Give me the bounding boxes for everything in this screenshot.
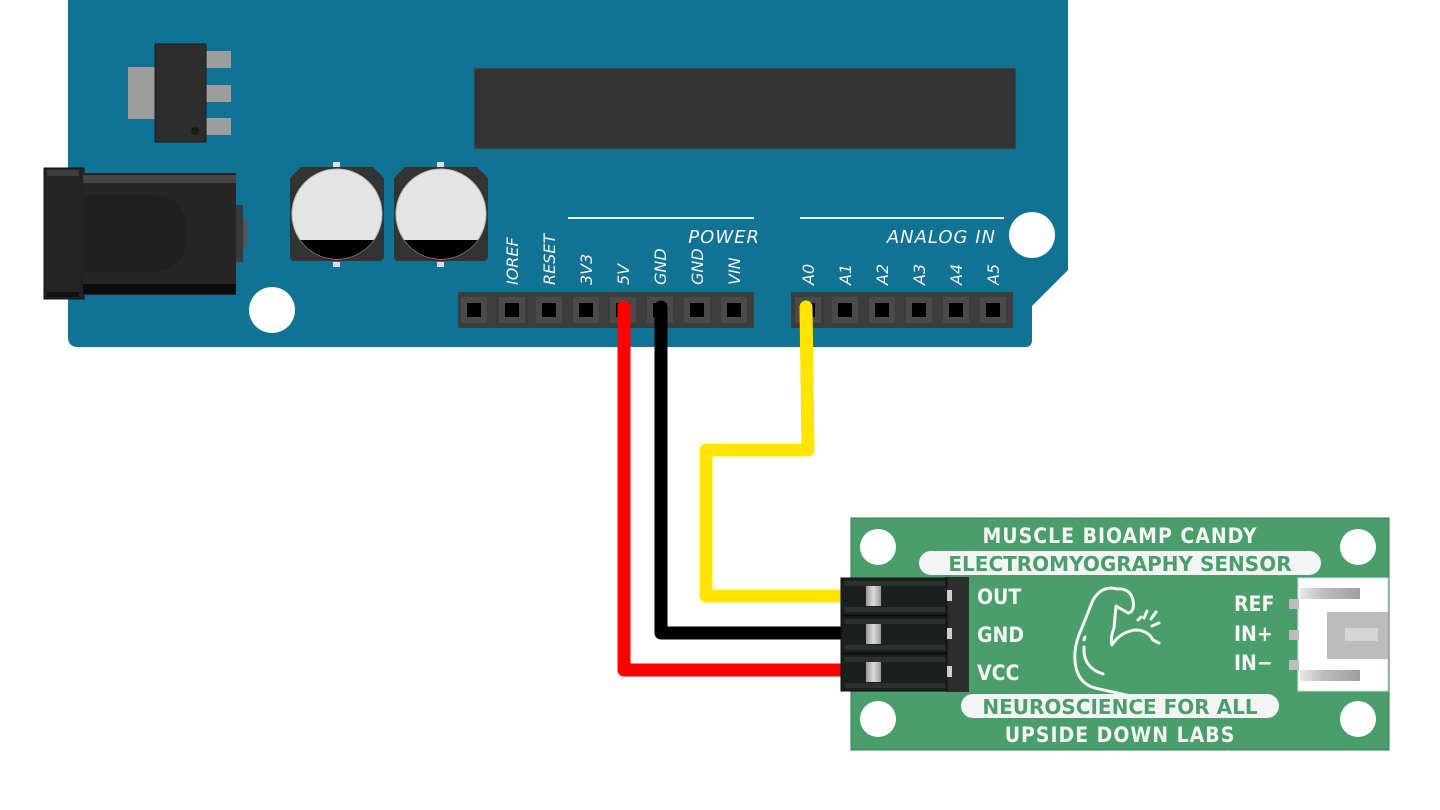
- sensor-right-pin-label: IN+: [1234, 622, 1273, 646]
- mounting-hole: [1009, 212, 1055, 258]
- power-pin-label: RESET: [540, 233, 559, 285]
- analog-pin-socket[interactable]: [980, 297, 1006, 323]
- analog-pin-label: A4: [947, 264, 966, 286]
- sensor-left-pin-label: GND: [977, 623, 1024, 647]
- sensor-left-pin-label: VCC: [977, 661, 1019, 685]
- signal-wire[interactable]: [699, 300, 852, 603]
- muscle-bioamp-candy-board: MUSCLE BIOAMP CANDY ELECTROMYOGRAPHY SEN…: [850, 517, 1390, 751]
- voltage-regulator: [128, 43, 231, 143]
- analog-pin-label: A3: [910, 264, 929, 286]
- sensor-maker: UPSIDE DOWN LABS: [1005, 723, 1236, 747]
- analog-pin-socket[interactable]: [832, 297, 858, 323]
- power-pin-label: IOREF: [503, 236, 522, 285]
- power-pin-label: GND: [651, 248, 670, 285]
- power-pin-label: 5V: [614, 263, 633, 285]
- sensor-subtitle: ELECTROMYOGRAPHY SENSOR: [948, 552, 1291, 576]
- power-pin-socket[interactable]: [499, 297, 525, 323]
- power-pin-socket[interactable]: [573, 297, 599, 323]
- arduino-board: POWER ANALOG IN IOREF RESET 3V3 5V GND GND VIN…: [43, 0, 1068, 347]
- analog-pin-label: A1: [836, 264, 855, 286]
- capacitor: [394, 162, 488, 267]
- analog-pin-socket[interactable]: [906, 297, 932, 323]
- capacitor: [290, 162, 384, 267]
- analog-header: [791, 292, 1013, 328]
- mounting-hole: [249, 287, 295, 333]
- dc-power-jack: [43, 167, 247, 300]
- jumper-housing[interactable]: [840, 577, 952, 616]
- flexed-bicep-icon: [1073, 586, 1161, 700]
- power-wire[interactable]: [617, 300, 852, 677]
- power-header: [458, 292, 754, 328]
- mounting-hole: [860, 701, 896, 737]
- analog-pin-label: A5: [984, 264, 1003, 286]
- analog-pin-label: A2: [873, 264, 892, 286]
- power-pin-socket[interactable]: [461, 297, 487, 323]
- sensor-subtitle-badge: [919, 551, 1321, 575]
- power-pin-label: GND: [688, 248, 707, 285]
- jumper-housing[interactable]: [840, 653, 952, 692]
- mounting-hole: [1340, 701, 1376, 737]
- sensor-title: MUSCLE BIOAMP CANDY: [982, 524, 1257, 548]
- ground-wire[interactable]: [654, 300, 852, 640]
- sensor-right-pin-label: IN−: [1234, 651, 1273, 675]
- sensor-tagline: NEUROSCIENCE FOR ALL: [982, 695, 1258, 719]
- power-pin-socket[interactable]: [721, 297, 747, 323]
- jumper-housing[interactable]: [840, 615, 952, 654]
- power-pin-socket[interactable]: [536, 297, 562, 323]
- power-header-label: POWER: [688, 227, 760, 248]
- mounting-hole: [860, 529, 896, 565]
- mounting-hole: [1340, 529, 1376, 565]
- power-pin-socket[interactable]: [684, 297, 710, 323]
- analog-pin-socket[interactable]: [943, 297, 969, 323]
- wires: [617, 300, 852, 677]
- analog-pin-socket[interactable]: [869, 297, 895, 323]
- jst-electrode-connector: [1289, 577, 1389, 692]
- sensor-right-pin-label: REF: [1234, 592, 1274, 616]
- power-pin-label: VIN: [725, 257, 744, 285]
- sensor-tagline-badge: [961, 694, 1279, 718]
- microcontroller-chip: [473, 67, 1017, 150]
- analog-header-label: ANALOG IN: [886, 227, 996, 248]
- sensor-left-pin-label: OUT: [977, 585, 1021, 609]
- power-pin-label: 3V3: [577, 254, 596, 285]
- analog-pin-label: A0: [799, 264, 818, 286]
- sensor-header: [946, 577, 969, 692]
